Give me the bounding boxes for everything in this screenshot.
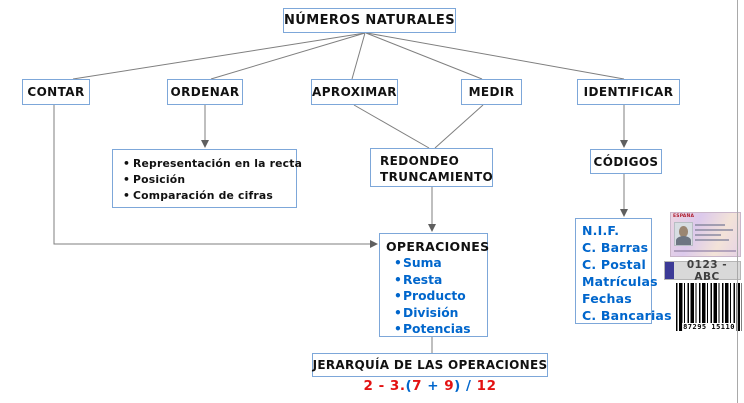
node-codigos: CÓDIGOS [590, 149, 662, 174]
list-item: C. Postal [582, 257, 646, 272]
list-item: Posición [121, 172, 296, 188]
node-numeros-naturales: NÚMEROS NATURALES [283, 8, 456, 33]
list-item: Representación en la recta [121, 156, 302, 172]
panel-ordenar-details: Representación en la recta Posición Comp… [112, 149, 302, 208]
id-card-photo [674, 222, 693, 246]
arrowhead-codigos [620, 209, 628, 217]
formula-part: ( [405, 378, 413, 394]
node-aproximar: APROXIMAR [311, 79, 398, 105]
list-item: C. Bancarias [582, 308, 672, 323]
line-root-medir [365, 32, 483, 80]
barcode-digits: 87295 15110 [682, 323, 736, 331]
eu-band [665, 262, 674, 279]
formula-part: 9 [444, 378, 455, 394]
node-medir: MEDIR [461, 79, 522, 105]
line-root-ordenar [210, 32, 366, 80]
node-redondeo-truncamiento: REDONDEO TRUNCAMIENTO [370, 148, 493, 187]
list-item: Suma [392, 255, 487, 272]
node-jerarquia: JERARQUÍA DE LAS OPERACIONES [312, 353, 548, 377]
line-medir-redondeo [434, 104, 484, 149]
formula-part: 12 [476, 378, 497, 394]
list-item: Potencias [392, 321, 487, 338]
panel-operaciones: OPERACIONES Suma Resta Producto División… [379, 233, 490, 338]
redondeo-line1: REDONDEO [380, 154, 460, 168]
formula-part: 7 [412, 378, 423, 394]
list-item: Producto [392, 288, 487, 305]
id-card-country-label: ESPAÑA [673, 214, 695, 219]
operaciones-list: Suma Resta Producto División Potencias [392, 255, 487, 338]
list-item: Fechas [582, 291, 632, 306]
list-item: N.I.F. [582, 223, 620, 238]
list-item: Matrículas [582, 274, 658, 289]
page-edge-line [737, 0, 738, 403]
arrowhead-ordenar [201, 140, 209, 148]
license-plate-image: 0123 - ABC [664, 258, 741, 283]
arrowhead-contar [370, 240, 378, 248]
node-ordenar: ORDENAR [167, 79, 243, 105]
id-card-image: ESPAÑA [670, 212, 741, 257]
redondeo-line2: TRUNCAMIENTO [380, 170, 494, 184]
node-contar: CONTAR [22, 79, 90, 105]
arrowhead-identificar [620, 140, 628, 148]
line-contar-operaciones [53, 105, 371, 245]
list-item: Comparación de cifras [121, 188, 296, 204]
portrait-shoulders [676, 236, 691, 245]
list-item: División [392, 305, 487, 322]
node-identificar: IDENTIFICAR [577, 79, 680, 105]
license-plate-text: 0123 - ABC [686, 258, 728, 283]
portrait-head [679, 226, 688, 237]
formula-part: ) [454, 378, 461, 394]
formula-part: + [422, 378, 445, 394]
formula: 2 - 3.(7 + 9) / 12 [320, 378, 540, 394]
formula-part: / [460, 378, 477, 394]
line-root-contar [72, 32, 366, 80]
arrowhead-redondeo [428, 224, 436, 232]
list-item: C. Barras [582, 240, 649, 255]
line-root-identificar [366, 32, 625, 80]
formula-part: 2 - 3. [363, 378, 406, 394]
list-item: Resta [392, 272, 487, 289]
line-root-aproximar [351, 32, 366, 80]
panel-codes-list: N.I.F. C. Barras C. Postal Matrículas Fe… [575, 218, 672, 324]
operaciones-title: OPERACIONES [386, 239, 490, 254]
barcode-image: 87295 15110 [676, 283, 742, 331]
line-aproximar-redondeo [353, 104, 430, 149]
